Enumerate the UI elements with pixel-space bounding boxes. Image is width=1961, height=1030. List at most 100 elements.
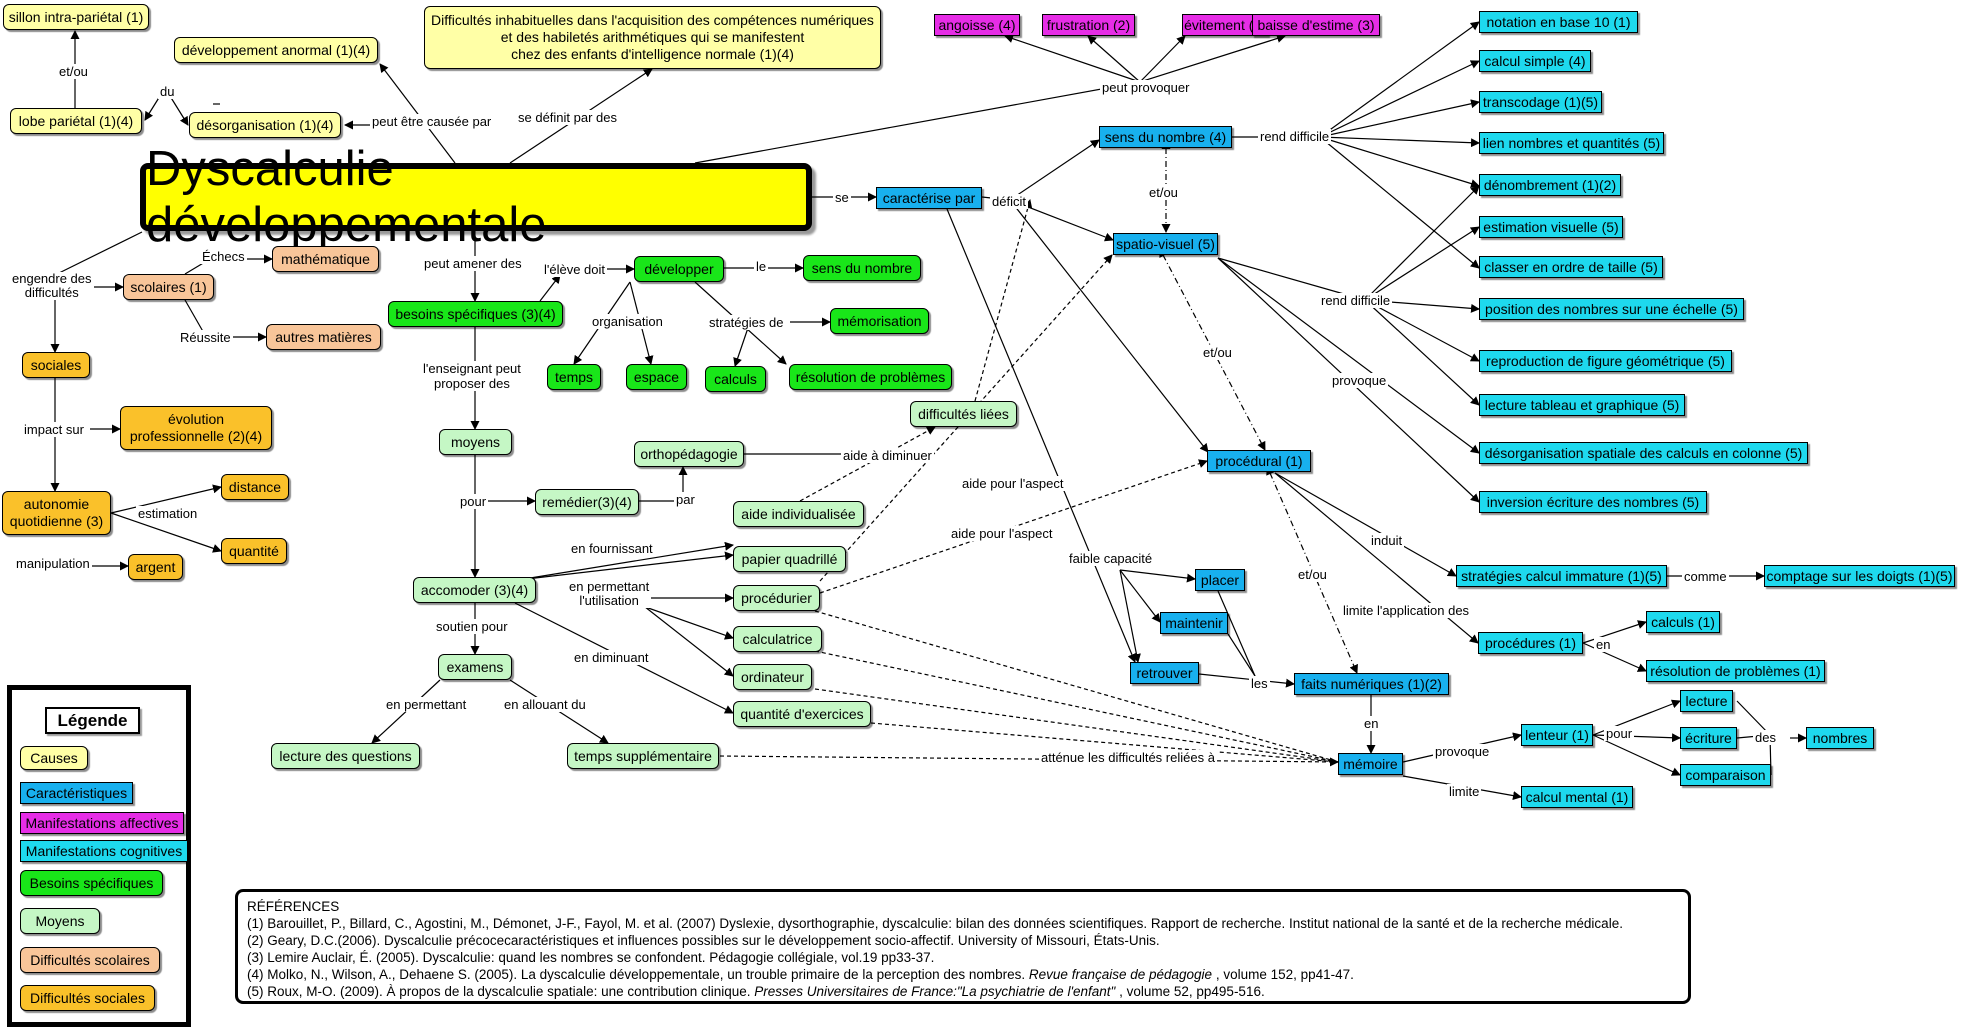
label-en-permettant: en permettant l'utilisation bbox=[567, 580, 652, 608]
node-orthopedagogie[interactable]: orthopédagogie bbox=[634, 441, 744, 467]
label-reussite: Réussite bbox=[178, 330, 233, 345]
label-provoque-2: provoque bbox=[1433, 744, 1492, 759]
node-quantite-exercices[interactable]: quantité d'exercices bbox=[733, 701, 871, 727]
node-lenteur[interactable]: lenteur (1) bbox=[1521, 724, 1593, 746]
node-autonomie[interactable]: autonomie quotidienne (3) bbox=[2, 491, 111, 535]
node-frustration[interactable]: frustration (2) bbox=[1042, 14, 1135, 36]
connector-line bbox=[1119, 569, 1161, 623]
node-difficultes-liees[interactable]: difficultés liées bbox=[910, 401, 1017, 427]
connector-line bbox=[974, 199, 1033, 402]
node-definition[interactable]: Difficultés inhabituelles dans l'acquisi… bbox=[424, 6, 881, 69]
node-calculs-cognitif[interactable]: calculs (1) bbox=[1646, 611, 1720, 633]
connector-line bbox=[1364, 185, 1480, 301]
connector-line bbox=[1364, 299, 1480, 362]
node-resolution-besoin[interactable]: résolution de problèmes bbox=[789, 364, 952, 390]
node-transcodage[interactable]: transcodage (1)(5) bbox=[1479, 91, 1602, 113]
node-faits-numeriques[interactable]: faits numériques (1)(2) bbox=[1294, 673, 1449, 695]
node-desorganisation-spatiale[interactable]: désorganisation spatiale des calculs en … bbox=[1479, 442, 1808, 464]
node-caracterise-par[interactable]: caractérise par bbox=[876, 187, 982, 209]
reference-2: (2) Geary, D.C.(2006). Dyscalculie préco… bbox=[247, 933, 1160, 948]
node-dev-anormal[interactable]: développement anormal (1)(4) bbox=[174, 37, 378, 63]
label-en-1: en bbox=[1362, 716, 1381, 731]
label-limite-application: limite l'application des bbox=[1341, 603, 1472, 618]
node-spatio-visuel[interactable]: spatio-visuel (5) bbox=[1113, 233, 1218, 255]
reference-4-journal: Revue française de pédagogie bbox=[1028, 967, 1213, 982]
node-lecture-tableau[interactable]: lecture tableau et graphique (5) bbox=[1479, 394, 1685, 416]
node-comptage-doigts[interactable]: comptage sur les doigts (1)(5) bbox=[1764, 565, 1955, 587]
node-remedier[interactable]: remédier(3)(4) bbox=[535, 489, 639, 515]
node-angoisse[interactable]: angoisse (4) bbox=[934, 14, 1020, 36]
node-denombrement[interactable]: dénombrement (1)(2) bbox=[1479, 174, 1621, 196]
node-papier-quadrille[interactable]: papier quadrillé bbox=[733, 546, 846, 572]
node-sens-nombre-besoin[interactable]: sens du nombre bbox=[803, 255, 921, 281]
label-attenue: atténue les difficultés reliées à bbox=[1039, 750, 1217, 765]
node-baisse-estime[interactable]: baisse d'estime (3) bbox=[1252, 14, 1380, 36]
node-temps[interactable]: temps bbox=[547, 364, 601, 390]
node-desorganisation[interactable]: désorganisation (1)(4) bbox=[189, 112, 341, 138]
node-comparaison[interactable]: comparaison bbox=[1680, 764, 1771, 786]
node-strategies-immature[interactable]: stratégies calcul immature (1)(5) bbox=[1456, 565, 1667, 587]
label-induit: induit bbox=[1369, 533, 1405, 548]
label-eleve-doit: l'élève doit bbox=[542, 262, 608, 277]
node-reproduction-figure[interactable]: reproduction de figure géométrique (5) bbox=[1479, 350, 1732, 372]
node-sillon[interactable]: sillon intra-pariétal (1) bbox=[3, 4, 149, 30]
label-enseignant: l'enseignant peut proposer des bbox=[421, 361, 523, 391]
node-evitement[interactable]: évitement (2) bbox=[1182, 14, 1268, 36]
node-calcul-simple[interactable]: calcul simple (4) bbox=[1479, 50, 1591, 72]
node-accomoder[interactable]: accomoder (3)(4) bbox=[413, 577, 536, 603]
node-placer[interactable]: placer bbox=[1195, 569, 1245, 591]
node-temps-supplementaire[interactable]: temps supplémentaire bbox=[567, 743, 719, 769]
label-faible-capacite: faible capacité bbox=[1067, 551, 1155, 566]
node-resolution-cognitif[interactable]: résolution de problèmes (1) bbox=[1646, 660, 1825, 682]
label-echecs: Échecs bbox=[200, 249, 247, 264]
node-evolution[interactable]: évolution professionnelle (2)(4) bbox=[120, 406, 272, 450]
node-inversion-ecriture[interactable]: inversion écriture des nombres (5) bbox=[1479, 491, 1707, 513]
node-ordinateur[interactable]: ordinateur bbox=[733, 664, 812, 690]
node-scolaires[interactable]: scolaires (1) bbox=[123, 274, 214, 300]
node-lecture[interactable]: lecture bbox=[1680, 690, 1733, 712]
node-developper[interactable]: développer bbox=[634, 256, 724, 282]
node-quantite[interactable]: quantité bbox=[221, 538, 287, 564]
label-en-permettant-2: en permettant bbox=[384, 697, 469, 712]
node-calculatrice[interactable]: calculatrice bbox=[733, 626, 822, 652]
reference-4-text: (4) Molko, N., Wilson, A., Dehaene S. (2… bbox=[247, 967, 1029, 982]
node-position-echelle[interactable]: position des nombres sur une échelle (5) bbox=[1479, 298, 1744, 320]
node-procedurier[interactable]: procédurier bbox=[733, 585, 820, 611]
node-memorisation[interactable]: mémorisation bbox=[830, 308, 929, 334]
node-maintenir[interactable]: maintenir bbox=[1160, 612, 1228, 634]
node-calculs-besoin[interactable]: calculs bbox=[705, 366, 766, 392]
label-rend-difficile-2: rend difficile bbox=[1319, 293, 1393, 308]
node-lecture-questions[interactable]: lecture des questions bbox=[271, 743, 420, 769]
node-calcul-mental[interactable]: calcul mental (1) bbox=[1521, 786, 1633, 808]
label-organisation: organisation bbox=[590, 314, 665, 329]
node-lobe[interactable]: lobe pariétal (1)(4) bbox=[10, 108, 142, 134]
node-ecriture[interactable]: écriture bbox=[1680, 727, 1737, 749]
node-moyens[interactable]: moyens bbox=[439, 429, 512, 455]
connector-line bbox=[1582, 642, 1647, 672]
node-sociales[interactable]: sociales bbox=[22, 352, 90, 378]
node-argent[interactable]: argent bbox=[128, 554, 183, 580]
node-lien-nombres[interactable]: lien nombres et quantités (5) bbox=[1479, 132, 1664, 154]
label-et-ou-3: et/ou bbox=[1201, 345, 1234, 360]
node-procedures[interactable]: procédures (1) bbox=[1478, 632, 1583, 654]
node-procedural[interactable]: procédural (1) bbox=[1207, 450, 1311, 472]
autonomie-line-1: autonomie bbox=[23, 496, 90, 512]
label-soutien-pour: soutien pour bbox=[434, 619, 510, 634]
node-autres-matieres[interactable]: autres matières bbox=[266, 324, 381, 350]
node-memoire[interactable]: mémoire bbox=[1338, 753, 1403, 775]
node-espace[interactable]: espace bbox=[626, 364, 687, 390]
label-enseignant-line-1: l'enseignant peut bbox=[423, 361, 521, 376]
node-classer-taille[interactable]: classer en ordre de taille (5) bbox=[1479, 256, 1663, 278]
node-estimation-visuelle[interactable]: estimation visuelle (5) bbox=[1479, 216, 1623, 238]
node-nombres[interactable]: nombres bbox=[1806, 727, 1874, 749]
connector-line bbox=[1139, 35, 1186, 83]
node-base10[interactable]: notation en base 10 (1) bbox=[1479, 11, 1638, 33]
label-engendre-line-1: engendre des bbox=[12, 271, 92, 286]
node-mathematique[interactable]: mathématique bbox=[272, 246, 379, 272]
node-sens-du-nombre[interactable]: sens du nombre (4) bbox=[1099, 126, 1232, 148]
node-besoins[interactable]: besoins spécifiques (3)(4) bbox=[388, 301, 563, 327]
node-examens[interactable]: examens bbox=[438, 654, 512, 680]
node-distance[interactable]: distance bbox=[221, 474, 289, 500]
node-retrouver[interactable]: retrouver bbox=[1130, 662, 1199, 684]
node-aide-individualisee[interactable]: aide individualisée bbox=[733, 501, 864, 527]
